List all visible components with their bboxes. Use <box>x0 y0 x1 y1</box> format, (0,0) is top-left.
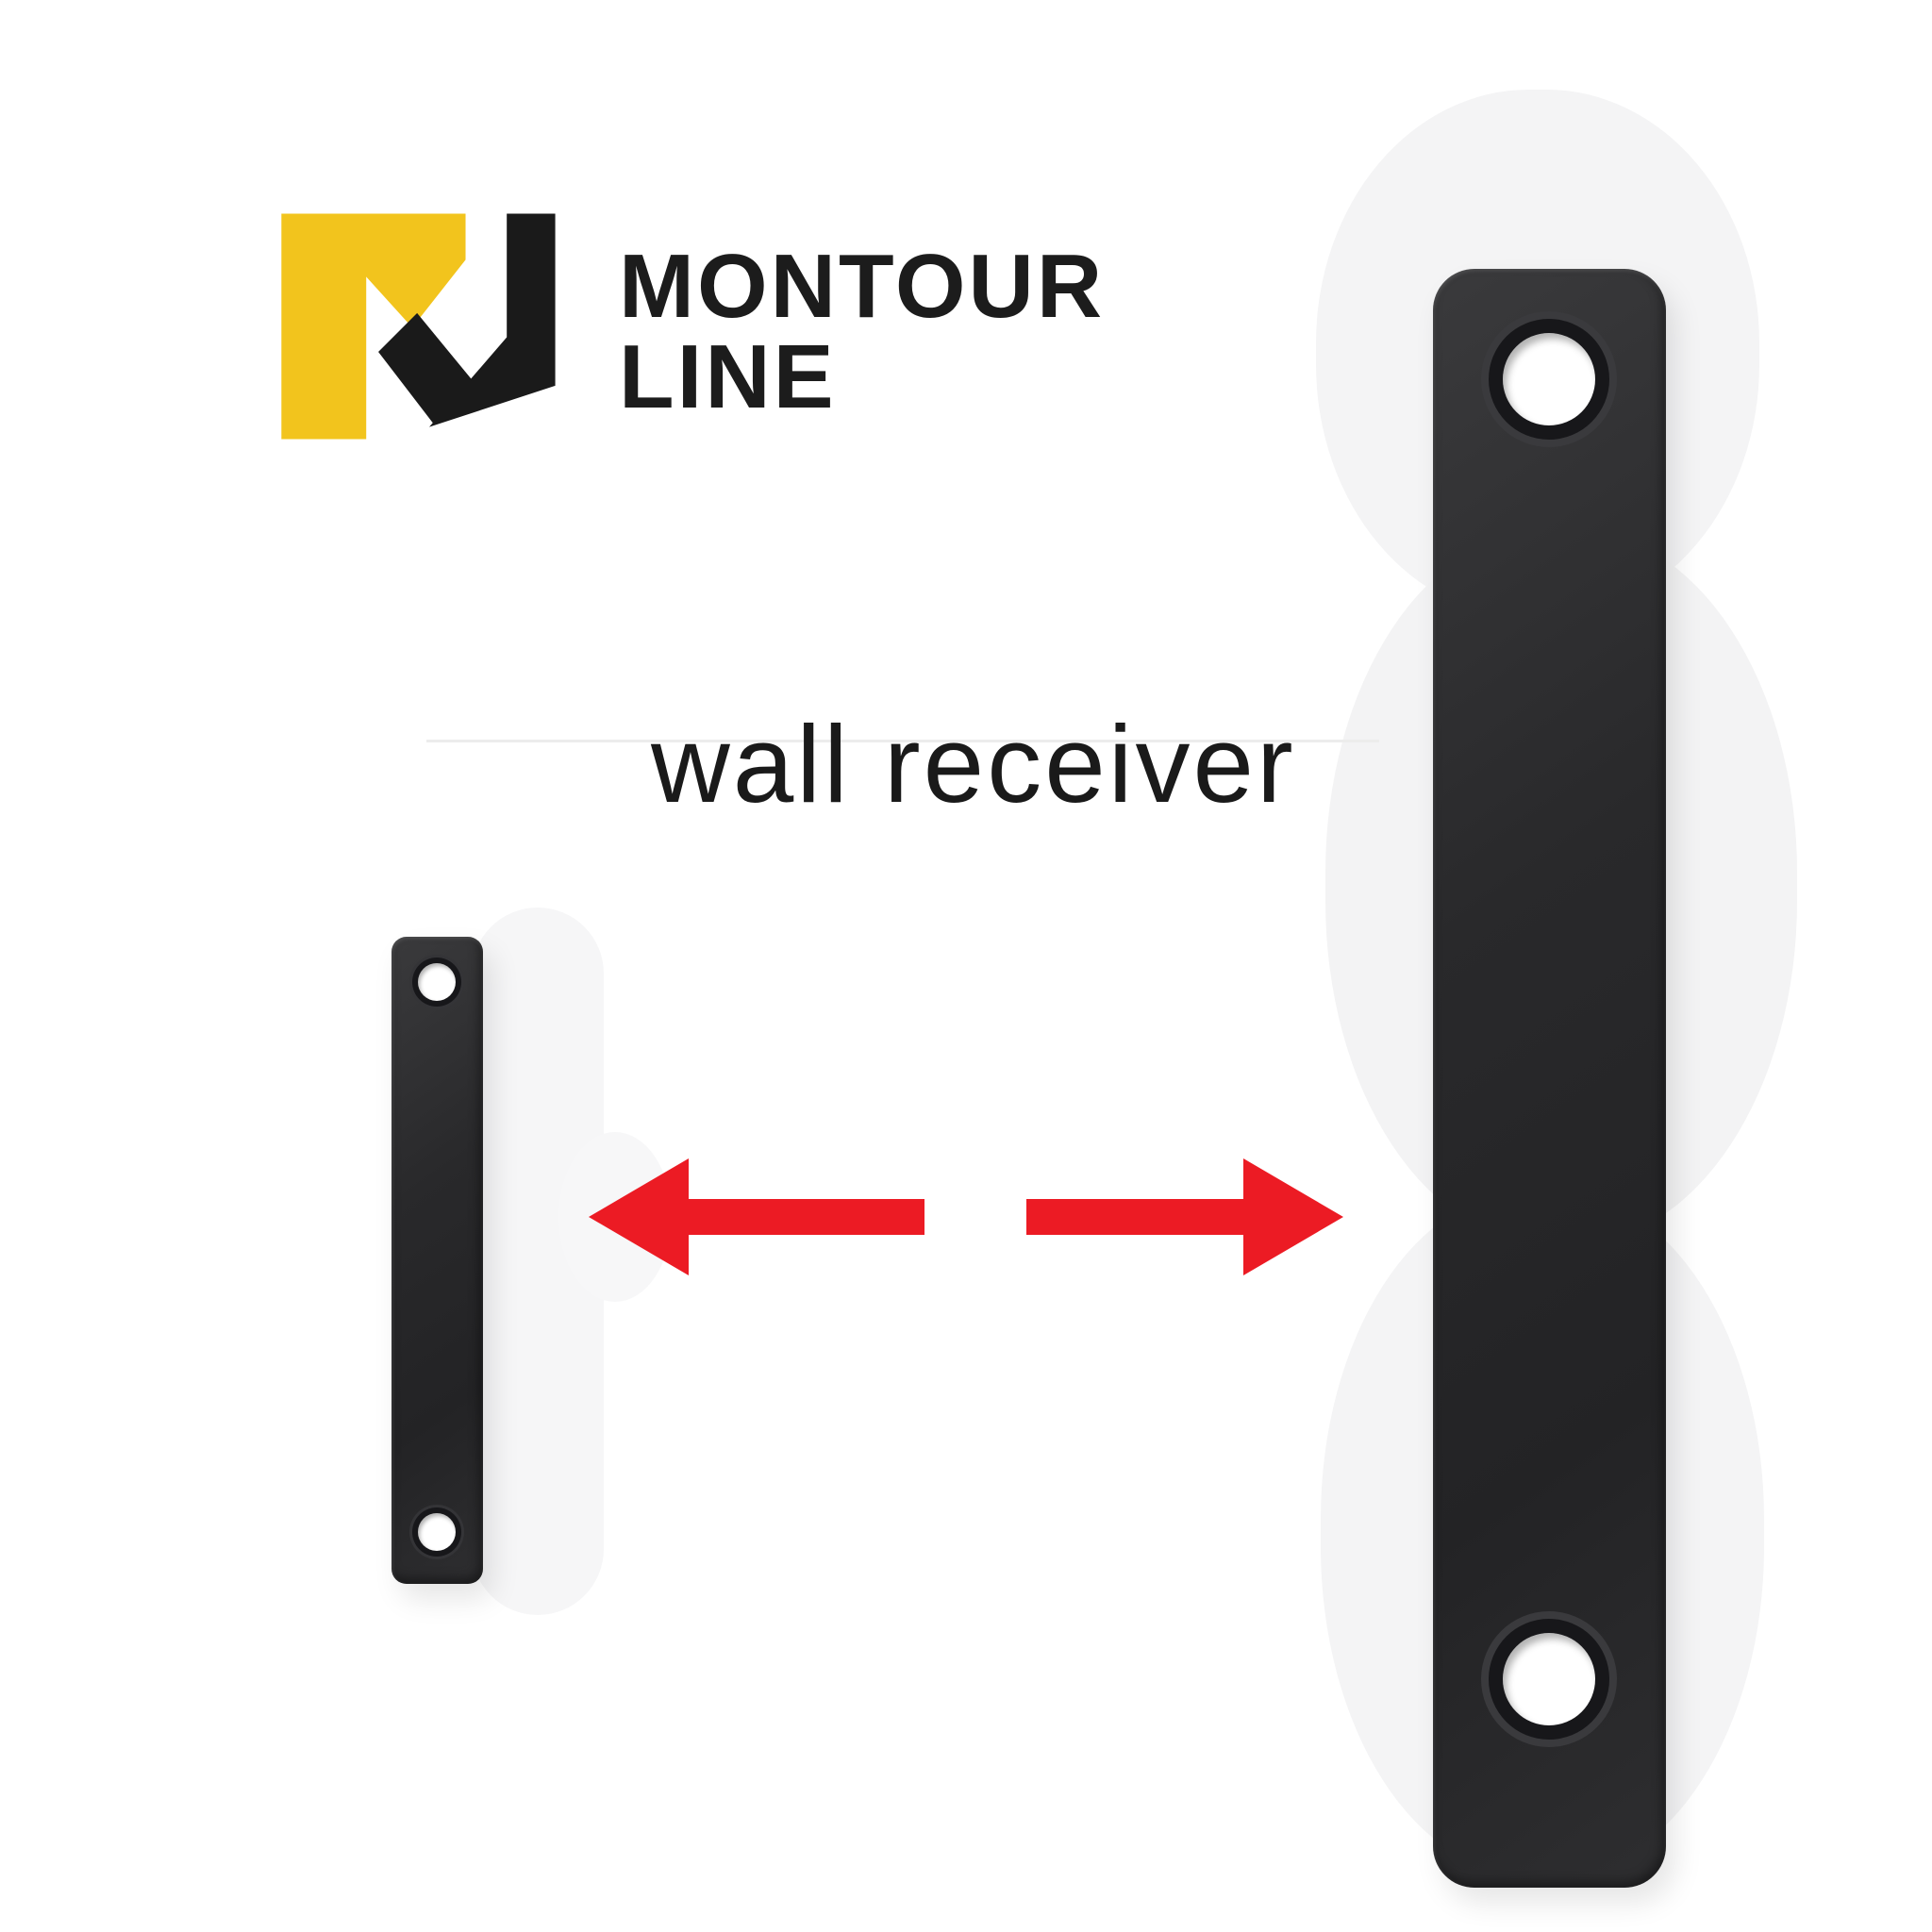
screw-hole-icon <box>1503 1633 1595 1725</box>
arrow-left-icon <box>589 1158 924 1275</box>
wall-receiver-plate-large <box>1433 269 1666 1888</box>
logo-black-check-shape <box>378 312 474 425</box>
montour-line-logo-icon <box>281 213 556 440</box>
screw-hole-icon <box>418 1513 456 1551</box>
logo-yellow-shape <box>281 213 466 440</box>
brand-name-line2: LINE <box>619 326 837 427</box>
screw-hole-icon <box>1503 333 1595 425</box>
brand-header: MONTOUR LINE <box>281 194 1105 458</box>
brand-name-line1: MONTOUR <box>619 236 1106 337</box>
wall-receiver-plate-small <box>391 937 483 1584</box>
brand-name: MONTOUR LINE <box>619 242 1105 423</box>
logo-black-bar-shape <box>428 213 556 427</box>
arrow-right-icon <box>1026 1158 1343 1275</box>
background-line <box>426 740 1379 742</box>
screw-hole-icon <box>418 963 456 1001</box>
product-caption: wall receiver <box>651 703 1296 825</box>
